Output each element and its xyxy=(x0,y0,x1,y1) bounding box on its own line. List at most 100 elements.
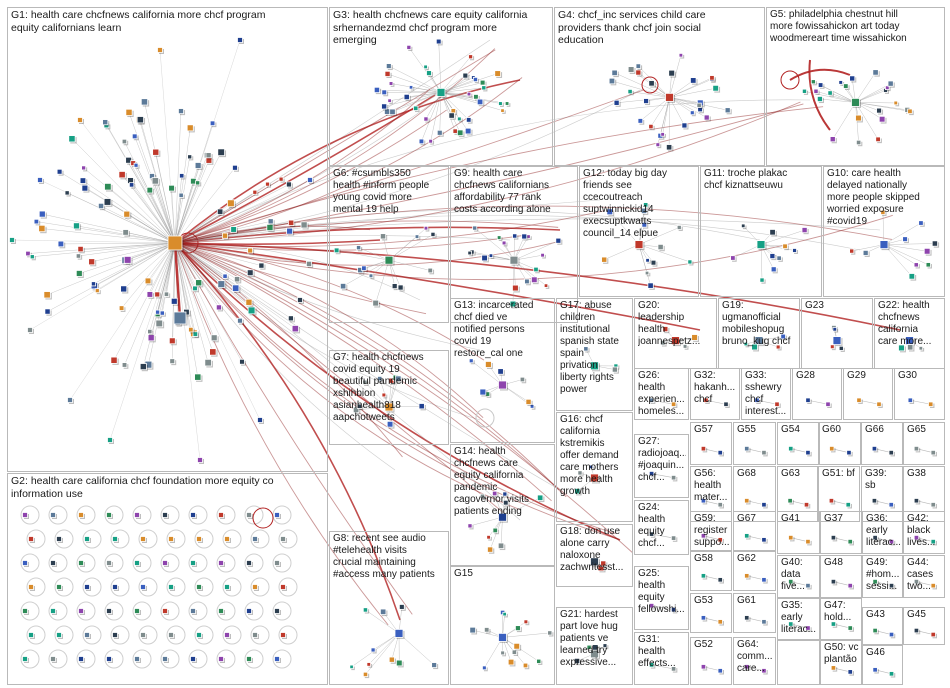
g1-node[interactable] xyxy=(75,270,84,278)
g2-node[interactable] xyxy=(162,656,170,664)
g5-node[interactable] xyxy=(816,96,824,104)
g1-node[interactable] xyxy=(94,288,101,295)
g5-node[interactable] xyxy=(849,75,857,83)
g39-node[interactable] xyxy=(888,502,895,509)
g41-node[interactable] xyxy=(805,539,812,546)
g35-node[interactable] xyxy=(805,625,812,632)
g4-node[interactable] xyxy=(709,75,716,82)
g51-node[interactable] xyxy=(828,498,836,505)
g1-node[interactable] xyxy=(146,291,155,299)
g14-node[interactable] xyxy=(536,494,545,503)
g1-node[interactable] xyxy=(192,285,199,293)
g1-node[interactable] xyxy=(37,177,45,185)
g15-node[interactable] xyxy=(515,625,522,633)
g1-node[interactable] xyxy=(125,108,134,118)
g4-node[interactable] xyxy=(681,122,689,130)
g3-node[interactable] xyxy=(466,91,473,98)
g3-node[interactable] xyxy=(435,38,443,46)
g2-node[interactable] xyxy=(224,632,232,640)
g2-node[interactable] xyxy=(162,608,170,616)
g12-node[interactable] xyxy=(640,207,649,216)
g8-node[interactable] xyxy=(362,607,370,614)
g1-node[interactable] xyxy=(75,253,83,260)
g11-node[interactable] xyxy=(759,277,766,284)
g45-node[interactable] xyxy=(930,631,937,639)
g9-node[interactable] xyxy=(533,266,540,274)
g3-node[interactable] xyxy=(406,44,413,51)
g1-node[interactable] xyxy=(170,297,179,306)
g1-node[interactable] xyxy=(56,168,64,176)
g12-center-node[interactable] xyxy=(634,240,645,251)
g2-node[interactable] xyxy=(28,584,36,592)
g4-node[interactable] xyxy=(724,107,732,115)
g1-node[interactable] xyxy=(68,135,77,144)
g20-node[interactable] xyxy=(691,334,700,342)
g1-node[interactable] xyxy=(77,245,85,254)
g18-node[interactable] xyxy=(600,560,608,568)
g62-node[interactable] xyxy=(744,573,751,580)
g8-node[interactable] xyxy=(362,671,370,679)
g49-node[interactable] xyxy=(872,579,879,586)
g2-node[interactable] xyxy=(140,536,148,544)
g1-node[interactable] xyxy=(131,133,139,141)
g33-node[interactable] xyxy=(774,401,781,408)
g10-node[interactable] xyxy=(902,236,909,244)
g1-node[interactable] xyxy=(88,258,97,267)
g10-node[interactable] xyxy=(913,262,920,269)
g56-node[interactable] xyxy=(700,498,708,505)
g68-node[interactable] xyxy=(761,502,768,509)
g9-node[interactable] xyxy=(496,235,503,241)
g13-node[interactable] xyxy=(468,358,475,365)
g9-node[interactable] xyxy=(531,276,539,285)
g12-node[interactable] xyxy=(650,259,658,267)
g6-node[interactable] xyxy=(372,299,381,308)
g12-node[interactable] xyxy=(606,208,615,217)
g2-node[interactable] xyxy=(274,560,282,568)
g5-node[interactable] xyxy=(829,136,837,144)
g1-node[interactable] xyxy=(222,273,229,280)
g1-node[interactable] xyxy=(278,176,285,183)
g48-node[interactable] xyxy=(830,579,838,586)
g52-node[interactable] xyxy=(717,668,724,675)
g4-node[interactable] xyxy=(613,99,621,107)
g51-node[interactable] xyxy=(845,502,852,509)
g40-node[interactable] xyxy=(788,579,795,586)
g1-node[interactable] xyxy=(163,291,171,298)
g1-node[interactable] xyxy=(204,358,213,368)
g50-node[interactable] xyxy=(847,669,854,676)
g2-node[interactable] xyxy=(218,656,226,664)
g11-node[interactable] xyxy=(801,227,809,235)
g4-node[interactable] xyxy=(627,66,636,74)
g2-node[interactable] xyxy=(84,584,92,592)
g2-node[interactable] xyxy=(246,512,254,520)
g55-node[interactable] xyxy=(744,446,751,453)
g2-node[interactable] xyxy=(28,632,36,640)
g5-node[interactable] xyxy=(827,90,834,97)
g17-center-node[interactable] xyxy=(590,361,601,372)
g60-node[interactable] xyxy=(846,450,853,457)
g1-node[interactable] xyxy=(194,162,203,170)
g8-node[interactable] xyxy=(370,647,377,654)
g11-node[interactable] xyxy=(741,223,747,230)
g3-node[interactable] xyxy=(498,101,504,107)
g2-node[interactable] xyxy=(252,536,260,544)
g1-node[interactable] xyxy=(288,219,296,228)
g2-node[interactable] xyxy=(112,536,120,544)
g4-node[interactable] xyxy=(655,142,662,149)
g22-node[interactable] xyxy=(898,344,906,353)
g1-node[interactable] xyxy=(178,108,186,116)
g6-node[interactable] xyxy=(333,247,341,255)
g9-node[interactable] xyxy=(509,300,518,309)
g4-node[interactable] xyxy=(665,144,674,152)
g5-node[interactable] xyxy=(876,107,884,115)
g5-node[interactable] xyxy=(817,82,825,89)
g15-node[interactable] xyxy=(483,627,491,634)
g10-node[interactable] xyxy=(880,209,887,217)
g14-node[interactable] xyxy=(479,493,487,500)
g46-node[interactable] xyxy=(888,671,896,678)
g64-node[interactable] xyxy=(761,668,768,675)
g47-node[interactable] xyxy=(830,621,838,628)
g2-node[interactable] xyxy=(224,584,232,592)
g53-node[interactable] xyxy=(700,615,708,622)
g1-node[interactable] xyxy=(38,210,47,219)
